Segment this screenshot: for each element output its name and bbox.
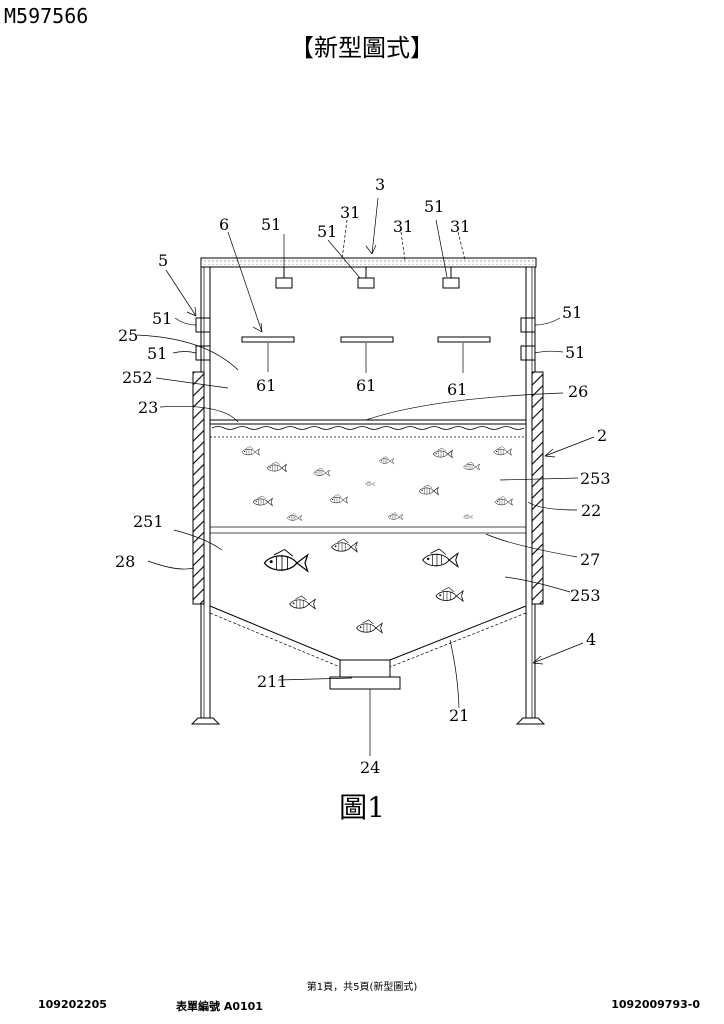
label-252: 252 — [122, 368, 153, 387]
label-61-a: 61 — [256, 376, 276, 395]
label-31-a: 31 — [340, 203, 360, 222]
label-51-left-1: 51 — [152, 309, 172, 328]
label-31-b: 31 — [393, 217, 413, 236]
label-25: 25 — [118, 326, 138, 345]
label-26: 26 — [568, 382, 588, 401]
label-31-c: 31 — [450, 217, 470, 236]
label-51-right-1: 51 — [562, 303, 582, 322]
label-4: 4 — [586, 630, 596, 649]
label-51-left-2: 51 — [147, 344, 167, 363]
label-3: 3 — [375, 175, 385, 194]
insulation-panels — [193, 372, 543, 604]
lamps-top — [276, 267, 459, 288]
top-frame — [201, 258, 536, 267]
footer-form-number: 表單編號 A0101 — [176, 998, 263, 1014]
fish-group — [242, 447, 513, 633]
label-251: 251 — [133, 512, 164, 531]
label-24: 24 — [360, 758, 380, 777]
label-23: 23 — [138, 398, 158, 417]
footer-left-code: 109202205 — [38, 998, 107, 1011]
label-51-top-3: 51 — [424, 197, 444, 216]
label-253-b: 253 — [570, 586, 601, 605]
label-51-right-2: 51 — [565, 343, 585, 362]
label-51-top-1: 51 — [261, 215, 281, 234]
label-28: 28 — [115, 552, 135, 571]
figure-caption: 圖1 — [0, 786, 724, 826]
footer-page-info: 第1頁，共5頁(新型圖式) — [0, 978, 724, 993]
support-posts — [192, 267, 544, 724]
lamps-side — [196, 318, 535, 360]
label-51-top-2: 51 — [317, 222, 337, 241]
leader-lines — [137, 198, 594, 756]
tank-body — [210, 420, 526, 689]
label-6: 6 — [219, 215, 229, 234]
label-61-b: 61 — [356, 376, 376, 395]
reflector-plates — [242, 337, 490, 342]
label-211: 211 — [257, 672, 288, 691]
footer-right-code: 1092009793-0 — [611, 998, 700, 1011]
label-22: 22 — [581, 501, 601, 520]
label-61-c: 61 — [447, 380, 467, 399]
label-27: 27 — [580, 550, 600, 569]
label-253-a: 253 — [580, 469, 611, 488]
label-5: 5 — [158, 251, 168, 270]
label-2: 2 — [597, 426, 607, 445]
label-21: 21 — [449, 706, 469, 725]
